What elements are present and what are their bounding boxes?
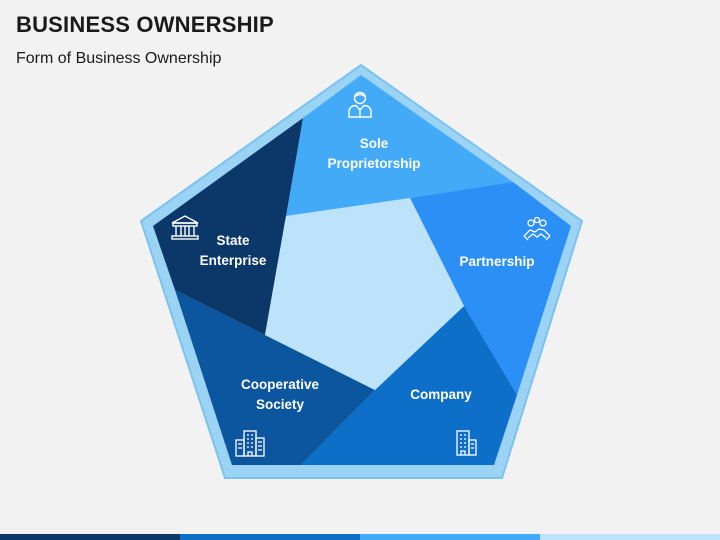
segment-cooperative-society[interactable] xyxy=(175,290,375,465)
page-title: BUSINESS OWNERSHIP xyxy=(16,12,274,37)
label-sole-proprietorship: Sole Proprietorship xyxy=(327,136,421,171)
office-building-icon xyxy=(456,430,477,456)
label-company: Company xyxy=(410,387,472,402)
page-subtitle: Form of Business Ownership xyxy=(16,50,222,67)
government-building-icon xyxy=(171,215,199,240)
segment-company[interactable] xyxy=(301,306,517,465)
buildings-icon xyxy=(235,430,265,457)
segment-sole-proprietorship[interactable] xyxy=(286,75,513,216)
person-icon xyxy=(348,91,372,118)
label-partnership: Partnership xyxy=(459,254,535,269)
bottom-accent-bar xyxy=(0,534,720,540)
label-cooperative-society: Cooperative Society xyxy=(240,377,320,412)
label-state-enterprise: State Enterprise xyxy=(199,233,267,268)
segment-state-enterprise[interactable] xyxy=(153,118,303,335)
handshake-icon xyxy=(523,216,551,241)
center-pentagon xyxy=(265,198,464,390)
